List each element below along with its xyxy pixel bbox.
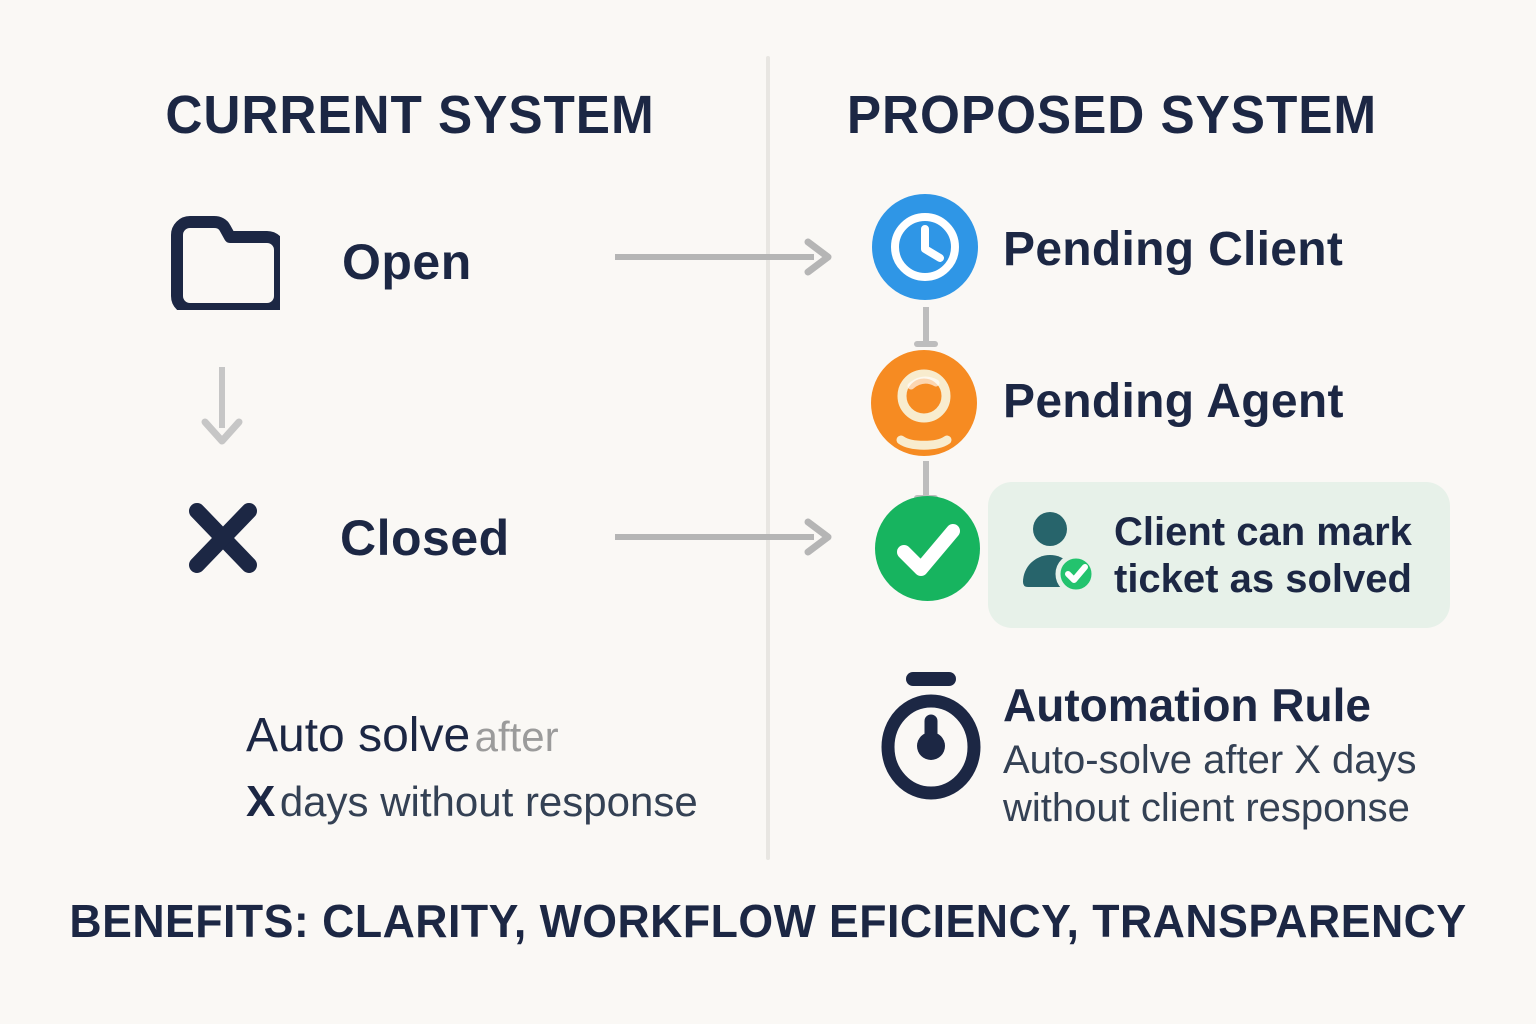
auto-solve-note: Auto solve after X days without response <box>246 708 726 827</box>
arrow-right-icon <box>612 237 834 277</box>
solved-note-line2: ticket as solved <box>1114 557 1412 601</box>
auto-solve-main-text: Auto solve <box>246 709 471 762</box>
auto-solve-x-text: X <box>246 777 276 826</box>
arrow-right-icon <box>612 517 834 557</box>
automation-rule-line1: Auto-solve after X days <box>1003 738 1417 782</box>
pending-agent-circle <box>871 350 977 456</box>
solved-note-box: Client can mark ticket as solved <box>988 482 1450 628</box>
stopwatch-icon <box>876 666 986 804</box>
solved-circle <box>875 496 980 601</box>
agent-icon <box>896 369 952 450</box>
folder-icon <box>166 208 286 315</box>
benefits-footer: BENEFITS: CLARITY, WORKFLOW EFICIENCY, T… <box>69 895 1467 947</box>
close-icon <box>186 500 260 576</box>
vertical-divider <box>766 56 770 860</box>
closed-label: Closed <box>340 510 510 566</box>
user-check-icon <box>1014 506 1098 598</box>
current-system-title: CURRENT SYSTEM <box>165 85 655 145</box>
open-label: Open <box>342 234 472 290</box>
automation-rule-description: Auto-solve after X days without client r… <box>1003 736 1417 832</box>
connector-icon <box>911 305 941 349</box>
arrow-down-icon <box>200 364 244 448</box>
auto-solve-line2: X days without response <box>246 777 726 827</box>
proposed-system-title: PROPOSED SYSTEM <box>846 85 1378 145</box>
solved-note-line1: Client can mark <box>1114 510 1412 554</box>
pending-client-label: Pending Client <box>1003 223 1344 276</box>
auto-solve-rest-text: days without response <box>279 778 698 825</box>
auto-solve-after-text: after <box>474 713 559 760</box>
pending-agent-label: Pending Agent <box>1003 375 1344 428</box>
check-icon <box>897 524 960 576</box>
auto-solve-line1: Auto solve after <box>246 708 726 763</box>
pending-client-circle <box>872 194 978 300</box>
automation-rule-line2: without client response <box>1003 786 1410 830</box>
automation-rule-title: Automation Rule <box>1003 679 1371 731</box>
solved-note-text: Client can mark ticket as solved <box>1114 509 1412 603</box>
clock-icon <box>891 213 959 281</box>
